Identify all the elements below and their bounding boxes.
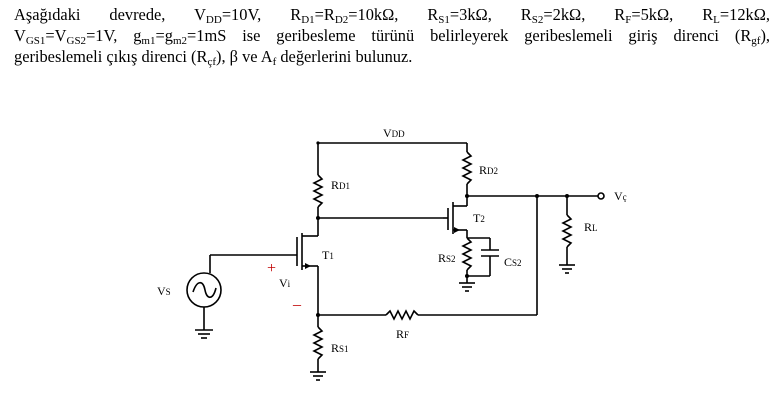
t1-label: T1 (322, 248, 334, 262)
rs2-resistor (461, 237, 473, 271)
problem-statement: Aşağıdaki devrede, VDD=10V, RD1=RD2=10kΩ… (14, 4, 770, 68)
text-run: =2kΩ, R (543, 5, 626, 24)
text-run: geribeslemeli çıkış direnci (R (14, 47, 208, 66)
subscript: gf (751, 35, 761, 47)
vi-label: Vi (279, 276, 291, 290)
rf-label: RF (396, 327, 409, 341)
problem-line-1: Aşağıdaki devrede, VDD=10V, RD1=RD2=10kΩ… (14, 4, 770, 26)
subscript: D2 (334, 14, 349, 26)
text-run: V (14, 26, 26, 45)
text-run: =12kΩ, (719, 5, 770, 24)
drain2-node-dot (465, 194, 469, 198)
text-run: ), β ve A (216, 47, 273, 66)
vs-label: VS (157, 284, 171, 298)
problem-line-2: VGS1=VGS2=1V, gm1=gm2=1mS ise geribeslem… (14, 25, 770, 47)
rl-node-dot (565, 194, 569, 198)
text-run: ), (760, 26, 770, 45)
subscript: S2 (531, 14, 544, 26)
subscript: DD (205, 14, 222, 26)
subscript: F (625, 14, 632, 26)
subscript: S1 (438, 14, 450, 26)
text-run: =5kΩ, R (631, 5, 714, 24)
text-run: =10V, R (221, 5, 302, 24)
text-run: =V (45, 26, 67, 45)
rd2-label: RD2 (479, 163, 498, 177)
text-run: değerlerini bulunuz. (276, 47, 413, 66)
text-run: =1mS ise geribesleme türünü belirleyerek… (187, 26, 752, 45)
t2-arrow-icon (454, 227, 460, 233)
rs2-node-dot (465, 274, 469, 278)
text-run: =10kΩ, R (348, 5, 439, 24)
text-run: =1V, g (86, 26, 142, 45)
subscript: L (713, 14, 720, 26)
subscript: çf (207, 56, 216, 68)
subscript: GS1 (25, 35, 46, 47)
source1-node-dot (316, 313, 320, 317)
subscript: m2 (172, 35, 187, 47)
rs1-label: RS1 (331, 341, 349, 355)
text-run: =R (314, 5, 335, 24)
feedback-node-dot (535, 194, 539, 198)
rl-label: RL (584, 220, 598, 234)
text-run: =3kΩ, R (449, 5, 532, 24)
sine-icon (192, 281, 217, 299)
output-terminal (597, 192, 605, 200)
cs2-label: CS2 (504, 255, 522, 269)
drain1-node-dot (316, 216, 320, 220)
rs2-label: RS2 (438, 251, 456, 265)
t1-arrow-icon (305, 263, 311, 269)
rd2-resistor (461, 151, 473, 185)
problem-line-3: geribeslemeli çıkış direnci (Rçf), β ve … (14, 46, 770, 68)
vc-label: Vç (614, 189, 627, 203)
subscript: GS2 (66, 35, 87, 47)
subscript: D1 (301, 14, 315, 26)
rf-resistor (385, 309, 419, 321)
rs1-resistor (312, 326, 324, 360)
rd1-resistor (312, 174, 324, 208)
vdd-label: VDD (383, 126, 405, 140)
text-run: Aşağıdaki devrede, V (14, 5, 206, 24)
subscript: f (272, 56, 277, 68)
vdd-node-dot (316, 141, 320, 145)
rd1-label: RD1 (331, 178, 350, 192)
t2-label: T2 (473, 211, 485, 225)
subscript: m1 (141, 35, 156, 47)
plus-sign: + (267, 260, 276, 277)
minus-sign: _ (292, 291, 302, 308)
text-run: =g (155, 26, 173, 45)
rl-resistor (561, 214, 573, 248)
